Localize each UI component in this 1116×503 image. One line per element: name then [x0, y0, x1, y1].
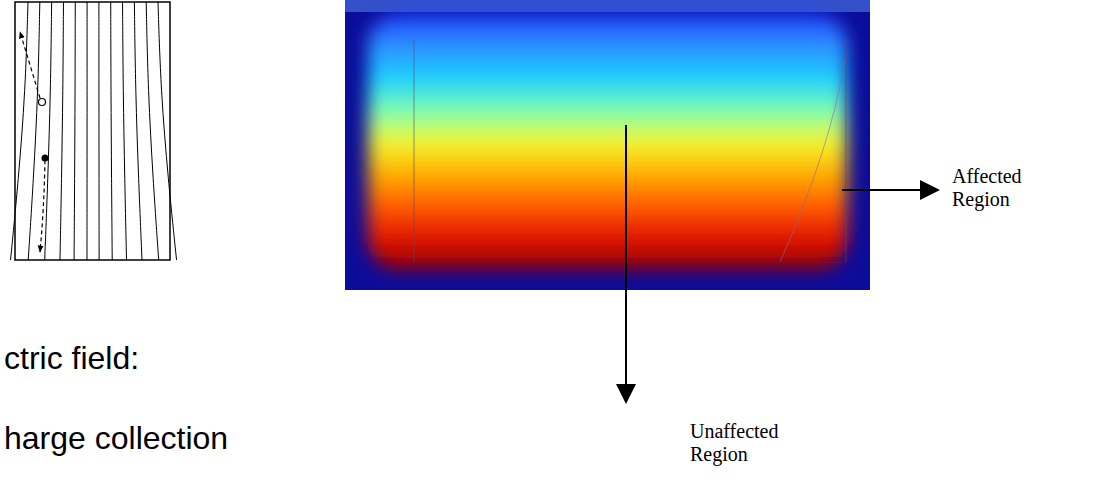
slide-text: harge collection	[4, 420, 228, 457]
region-label: Affected Region	[952, 165, 1072, 211]
heatmap-ground	[345, 0, 870, 290]
slide-text: ctric field:	[4, 340, 139, 377]
field-lines	[11, 2, 177, 260]
field-line	[146, 2, 159, 260]
field-line-sketch	[11, 2, 177, 260]
field-line	[111, 2, 112, 260]
track-line	[780, 60, 845, 262]
field-line	[60, 2, 63, 260]
heatmap-top-band	[345, 0, 870, 12]
field-line	[11, 2, 28, 260]
field-line	[123, 2, 127, 260]
electron-path	[40, 160, 45, 252]
heatmap-field	[368, 14, 847, 270]
field-line	[98, 2, 99, 260]
region-boundary	[414, 262, 846, 263]
leader-arrow	[842, 189, 938, 191]
electron-dot	[42, 155, 49, 162]
leader-arrow	[625, 125, 627, 402]
field-line	[158, 2, 177, 260]
field-heatmap	[345, 0, 870, 290]
sketch-frame	[15, 2, 170, 260]
field-line	[134, 2, 142, 260]
region-boundary	[414, 40, 415, 262]
hole-path	[20, 32, 40, 98]
field-line	[45, 2, 52, 260]
field-line	[74, 2, 75, 260]
region-boundary	[846, 40, 847, 262]
region-label: Unaffected Region	[690, 420, 810, 466]
hole-dot	[39, 99, 46, 106]
field-line	[86, 2, 87, 260]
field-line	[28, 2, 40, 260]
